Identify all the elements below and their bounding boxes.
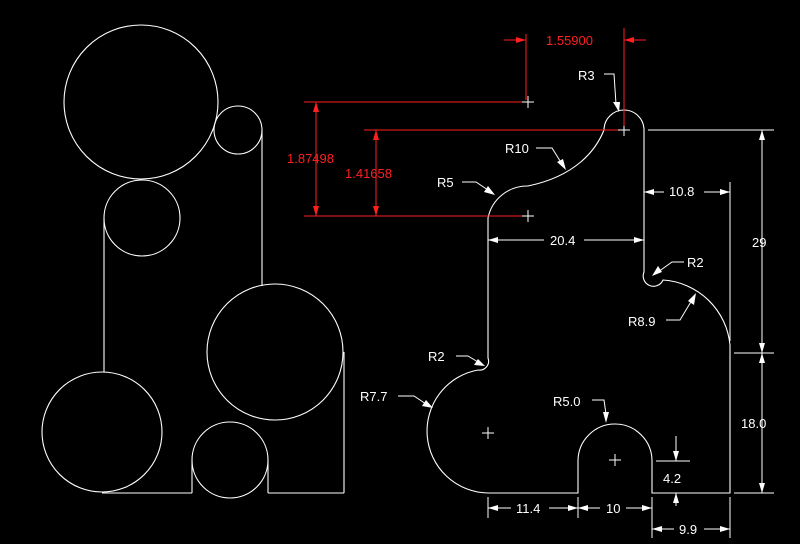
right-part bbox=[426, 96, 731, 494]
dim-9-9: 9.9 bbox=[679, 522, 697, 537]
radius-r3: R3 bbox=[578, 68, 595, 83]
left-figure bbox=[41, 24, 345, 499]
radius-r7-7: R7.7 bbox=[360, 389, 387, 404]
small-bottom-circle bbox=[191, 421, 269, 499]
part-outline bbox=[426, 109, 731, 494]
dim-11-4: 11.4 bbox=[516, 501, 540, 516]
small-top-circle bbox=[213, 105, 263, 155]
radius-r5-0: R5.0 bbox=[553, 394, 580, 409]
dim-18-0: 18.0 bbox=[741, 416, 766, 431]
dim-1-55900: 1.55900 bbox=[546, 33, 593, 48]
red-dimensions: 1.55900 1.87498 1.41658 bbox=[287, 28, 646, 217]
radius-r5: R5 bbox=[437, 175, 454, 190]
dim-10-8: 10.8 bbox=[669, 184, 694, 199]
dim-4-2: 4.2 bbox=[663, 471, 681, 486]
radius-r8-9: R8.9 bbox=[628, 314, 655, 329]
large-right-circle bbox=[206, 283, 344, 421]
radius-r2-right: R2 bbox=[687, 255, 704, 270]
center-mark-r5 bbox=[522, 210, 534, 222]
middle-left-circle bbox=[103, 179, 181, 257]
dim-10: 10 bbox=[606, 501, 620, 516]
white-dimensions: 29 18.0 10.8 20.4 4.2 bbox=[487, 129, 774, 538]
radius-leaders: R3 R10 R5 R2 R8.9 R2 R7.7 R5.0 bbox=[360, 68, 704, 423]
center-mark-r5-0 bbox=[609, 454, 621, 466]
dim-1-87498: 1.87498 bbox=[287, 151, 334, 166]
dim-1-41658: 1.41658 bbox=[345, 166, 392, 181]
dim-29: 29 bbox=[752, 235, 766, 250]
dim-20-4: 20.4 bbox=[550, 233, 575, 248]
radius-r10: R10 bbox=[505, 141, 529, 156]
radius-r2-left: R2 bbox=[428, 349, 445, 364]
center-mark-r7-7 bbox=[482, 427, 494, 439]
center-mark-left-top bbox=[522, 96, 534, 108]
large-top-circle bbox=[63, 24, 219, 180]
large-bottom-left-circle bbox=[41, 371, 163, 493]
